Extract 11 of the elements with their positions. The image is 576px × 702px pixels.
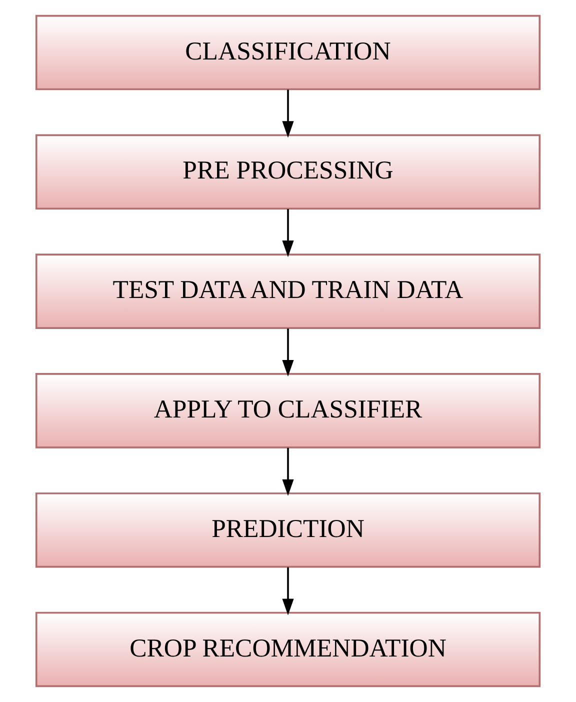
node-box: PRE PROCESSING bbox=[35, 134, 541, 210]
arrow bbox=[282, 567, 294, 616]
node-box: CROP RECOMMENDATION bbox=[35, 612, 541, 688]
arrow bbox=[282, 448, 294, 496]
node-box: APPLY TO CLASSIFIER bbox=[35, 373, 541, 448]
arrow bbox=[282, 328, 294, 376]
node-box: PREDICTION bbox=[35, 492, 541, 568]
arrow bbox=[282, 209, 294, 258]
arrow bbox=[282, 90, 294, 138]
node-box: CLASSIFICATION bbox=[35, 14, 541, 90]
node-box: TEST DATA AND TRAIN DATA bbox=[35, 254, 541, 329]
